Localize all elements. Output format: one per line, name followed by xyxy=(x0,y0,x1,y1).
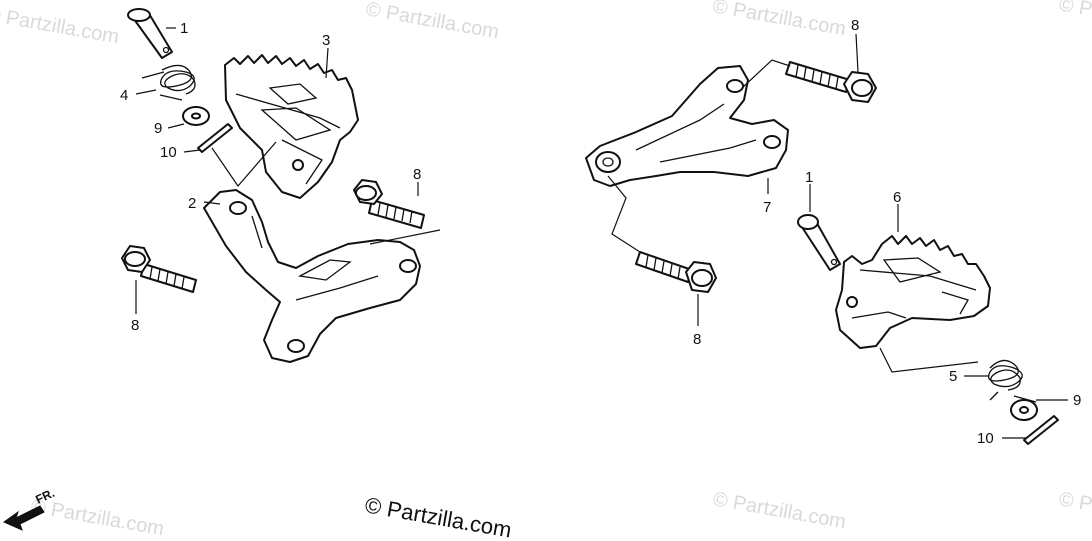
leader-lines-right xyxy=(607,33,1068,439)
copyright-text: © Partzilla.com xyxy=(363,492,513,541)
bolt-right-lower xyxy=(635,251,717,293)
callout-3: 3 xyxy=(322,32,330,49)
watermark-3: © Partzilla.com xyxy=(711,0,848,40)
footpeg-right xyxy=(835,235,991,349)
watermark-1: © Partzilla.com xyxy=(0,3,121,48)
callout-8-left-lower: 8 xyxy=(131,317,139,334)
callout-8-left-upper: 8 xyxy=(413,166,421,183)
callout-8-right-lower: 8 xyxy=(693,331,701,348)
bracket-left xyxy=(203,189,421,363)
callout-7: 7 xyxy=(763,199,771,216)
callout-1-left: 1 xyxy=(180,20,188,37)
callout-10-left: 10 xyxy=(160,144,177,161)
spring-right xyxy=(987,359,1037,403)
callout-10-right: 10 xyxy=(977,430,994,447)
callout-6: 6 xyxy=(893,189,901,206)
pin-right xyxy=(797,214,841,271)
pin-left xyxy=(127,8,173,59)
callout-5: 5 xyxy=(949,368,957,385)
bracket-right xyxy=(585,65,789,187)
callouts: 1 4 9 10 3 2 8 8 8 7 8 1 6 5 9 10 xyxy=(120,17,1081,447)
cotter-pin-right xyxy=(1023,415,1059,445)
leader-lines-left xyxy=(135,27,441,314)
watermark-2: © Partzilla.com xyxy=(364,0,501,43)
washer-left xyxy=(182,106,210,126)
watermark-6: © Partzilla.com xyxy=(711,488,848,533)
callout-4: 4 xyxy=(120,87,128,104)
callout-9-left: 9 xyxy=(154,120,162,137)
spring-left xyxy=(141,64,196,101)
bolt-left-upper xyxy=(353,179,425,229)
watermark-7: © Partzilla.com xyxy=(1057,488,1092,533)
callout-9-right: 9 xyxy=(1073,392,1081,409)
callout-2: 2 xyxy=(188,195,196,212)
bolt-left-lower xyxy=(121,245,197,293)
watermark-4: © Partzilla.com xyxy=(1057,0,1092,38)
callout-8-right-upper: 8 xyxy=(851,17,859,34)
cotter-pin-left xyxy=(197,123,233,153)
washer-right xyxy=(1010,399,1038,421)
footpeg-left xyxy=(224,54,359,199)
bolt-right-upper xyxy=(785,61,877,103)
watermark-5: © Partzilla.com xyxy=(29,495,166,540)
callout-1-right: 1 xyxy=(805,169,813,186)
